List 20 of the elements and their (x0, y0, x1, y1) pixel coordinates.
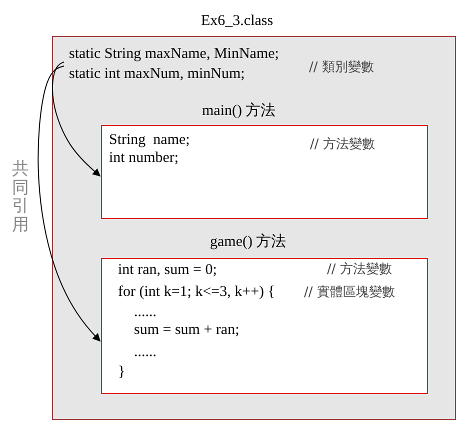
code-comment: // 方法變數 (310, 138, 375, 153)
code-line: String name; (109, 132, 190, 150)
code-line: ...... (134, 304, 156, 322)
code-line: int ran, sum = 0; (118, 262, 217, 280)
curved-arrow (38, 66, 101, 342)
method-title: game() 方法 (210, 234, 286, 252)
code-line: static String maxName, MinName; (69, 46, 279, 64)
class-title: Ex6_3.class (201, 13, 274, 30)
code-line: sum = sum + ran; (134, 322, 240, 340)
vertical-label: 共同引用 (12, 160, 29, 235)
curved-arrow (52, 62, 101, 177)
method-title: main() 方法 (202, 103, 276, 120)
code-line: static int maxNum, minNum; (69, 66, 245, 84)
code-comment: // 實體區塊變數 (304, 286, 395, 301)
code-line: ...... (134, 344, 156, 362)
code-comment: // 方法變數 (327, 263, 392, 278)
code-line: } (118, 364, 126, 382)
code-line: for (int k=1; k<=3, k++) { (118, 284, 275, 302)
code-line: int number; (109, 150, 179, 168)
code-comment: // 類別變數 (309, 61, 374, 76)
